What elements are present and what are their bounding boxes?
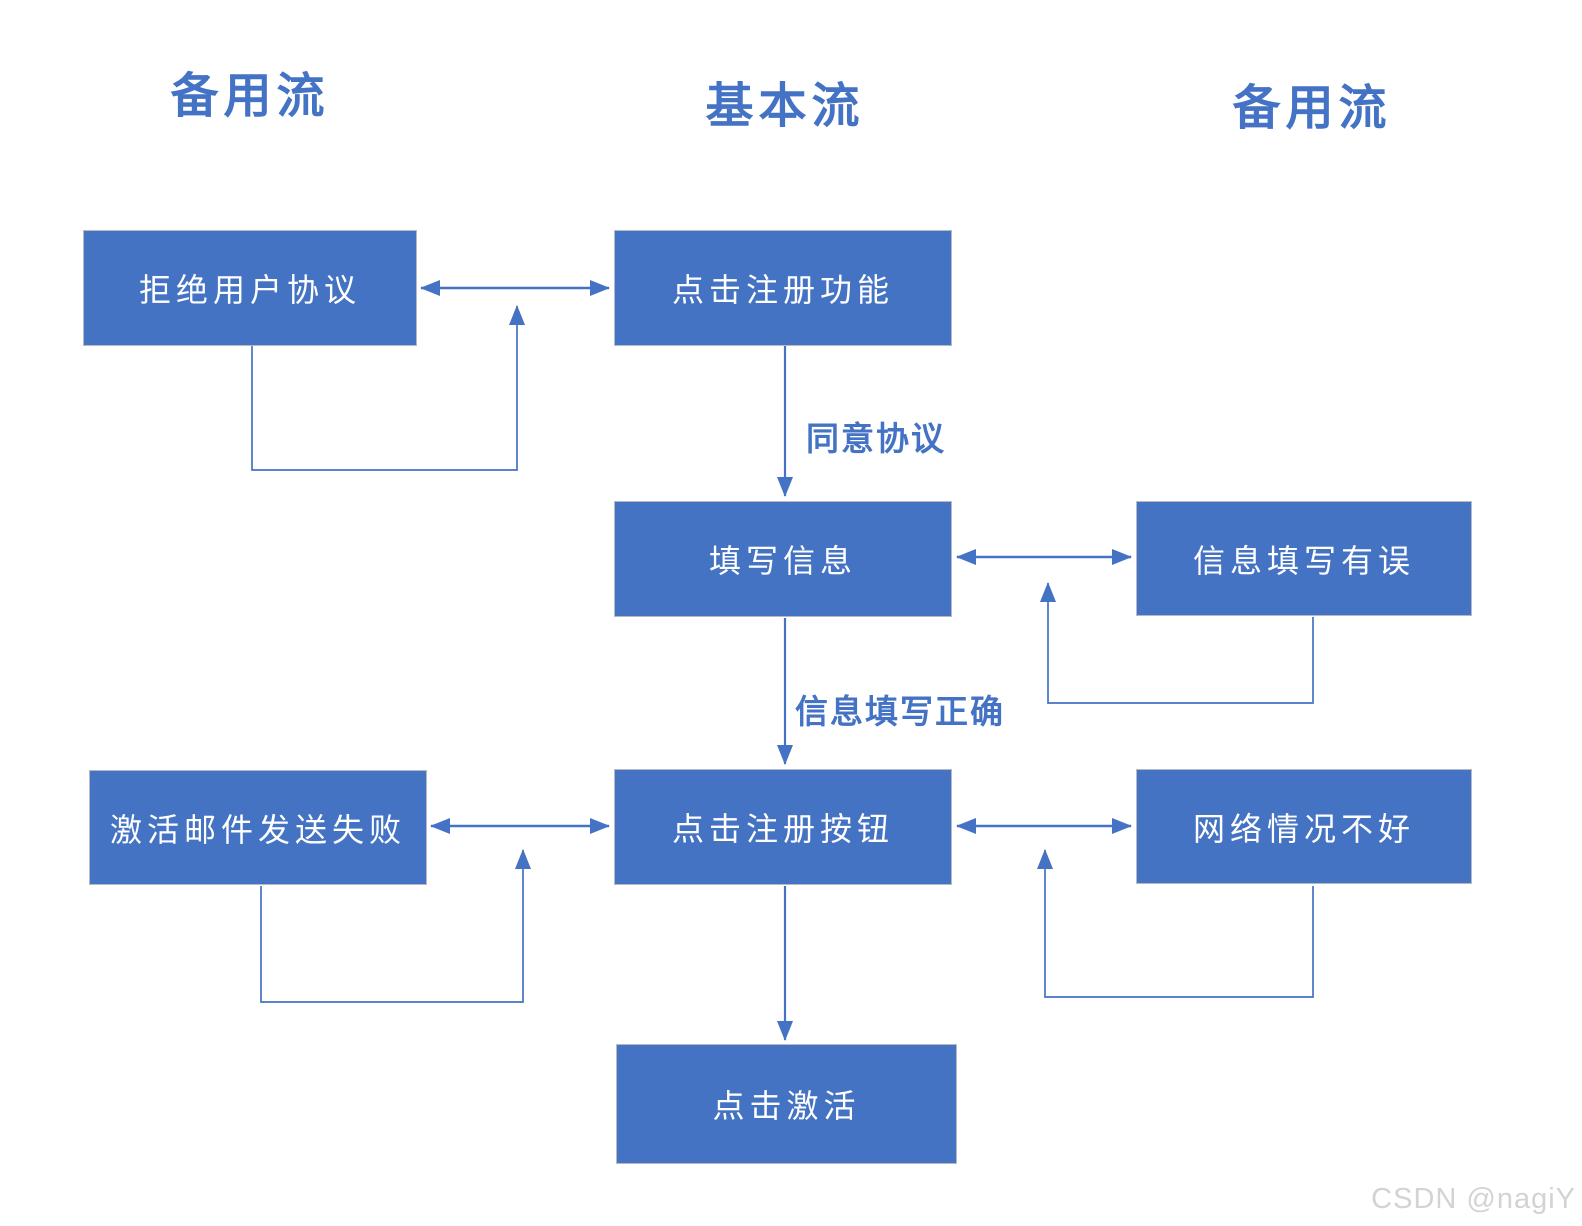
column-header-basic: 基本流	[705, 80, 865, 133]
node-activation-email-failed: 激活邮件发送失败	[89, 770, 427, 885]
node-click-activate: 点击激活	[616, 1044, 957, 1164]
node-network-bad: 网络情况不好	[1136, 769, 1472, 884]
node-reject-agreement: 拒绝用户协议	[83, 230, 417, 346]
edge-label-info-correct: 信息填写正确	[795, 693, 1005, 730]
connector-infowrong-loop	[1040, 582, 1314, 704]
connector-reject-loop	[251, 305, 525, 471]
node-click-register-button: 点击注册按钮	[614, 769, 952, 885]
node-click-register-feature: 点击注册功能	[614, 230, 952, 346]
edge-label-agree-agreement: 同意协议	[806, 420, 946, 457]
column-header-alt-left: 备用流	[170, 70, 330, 123]
node-fill-info: 填写信息	[614, 501, 952, 617]
connector-network-loop	[1037, 849, 1314, 998]
node-info-filled-wrong: 信息填写有误	[1136, 501, 1472, 616]
connector-emailfailed-loop	[260, 849, 531, 1003]
column-header-alt-right: 备用流	[1232, 82, 1392, 135]
csdn-watermark: CSDN @nagiY	[1371, 1183, 1576, 1215]
